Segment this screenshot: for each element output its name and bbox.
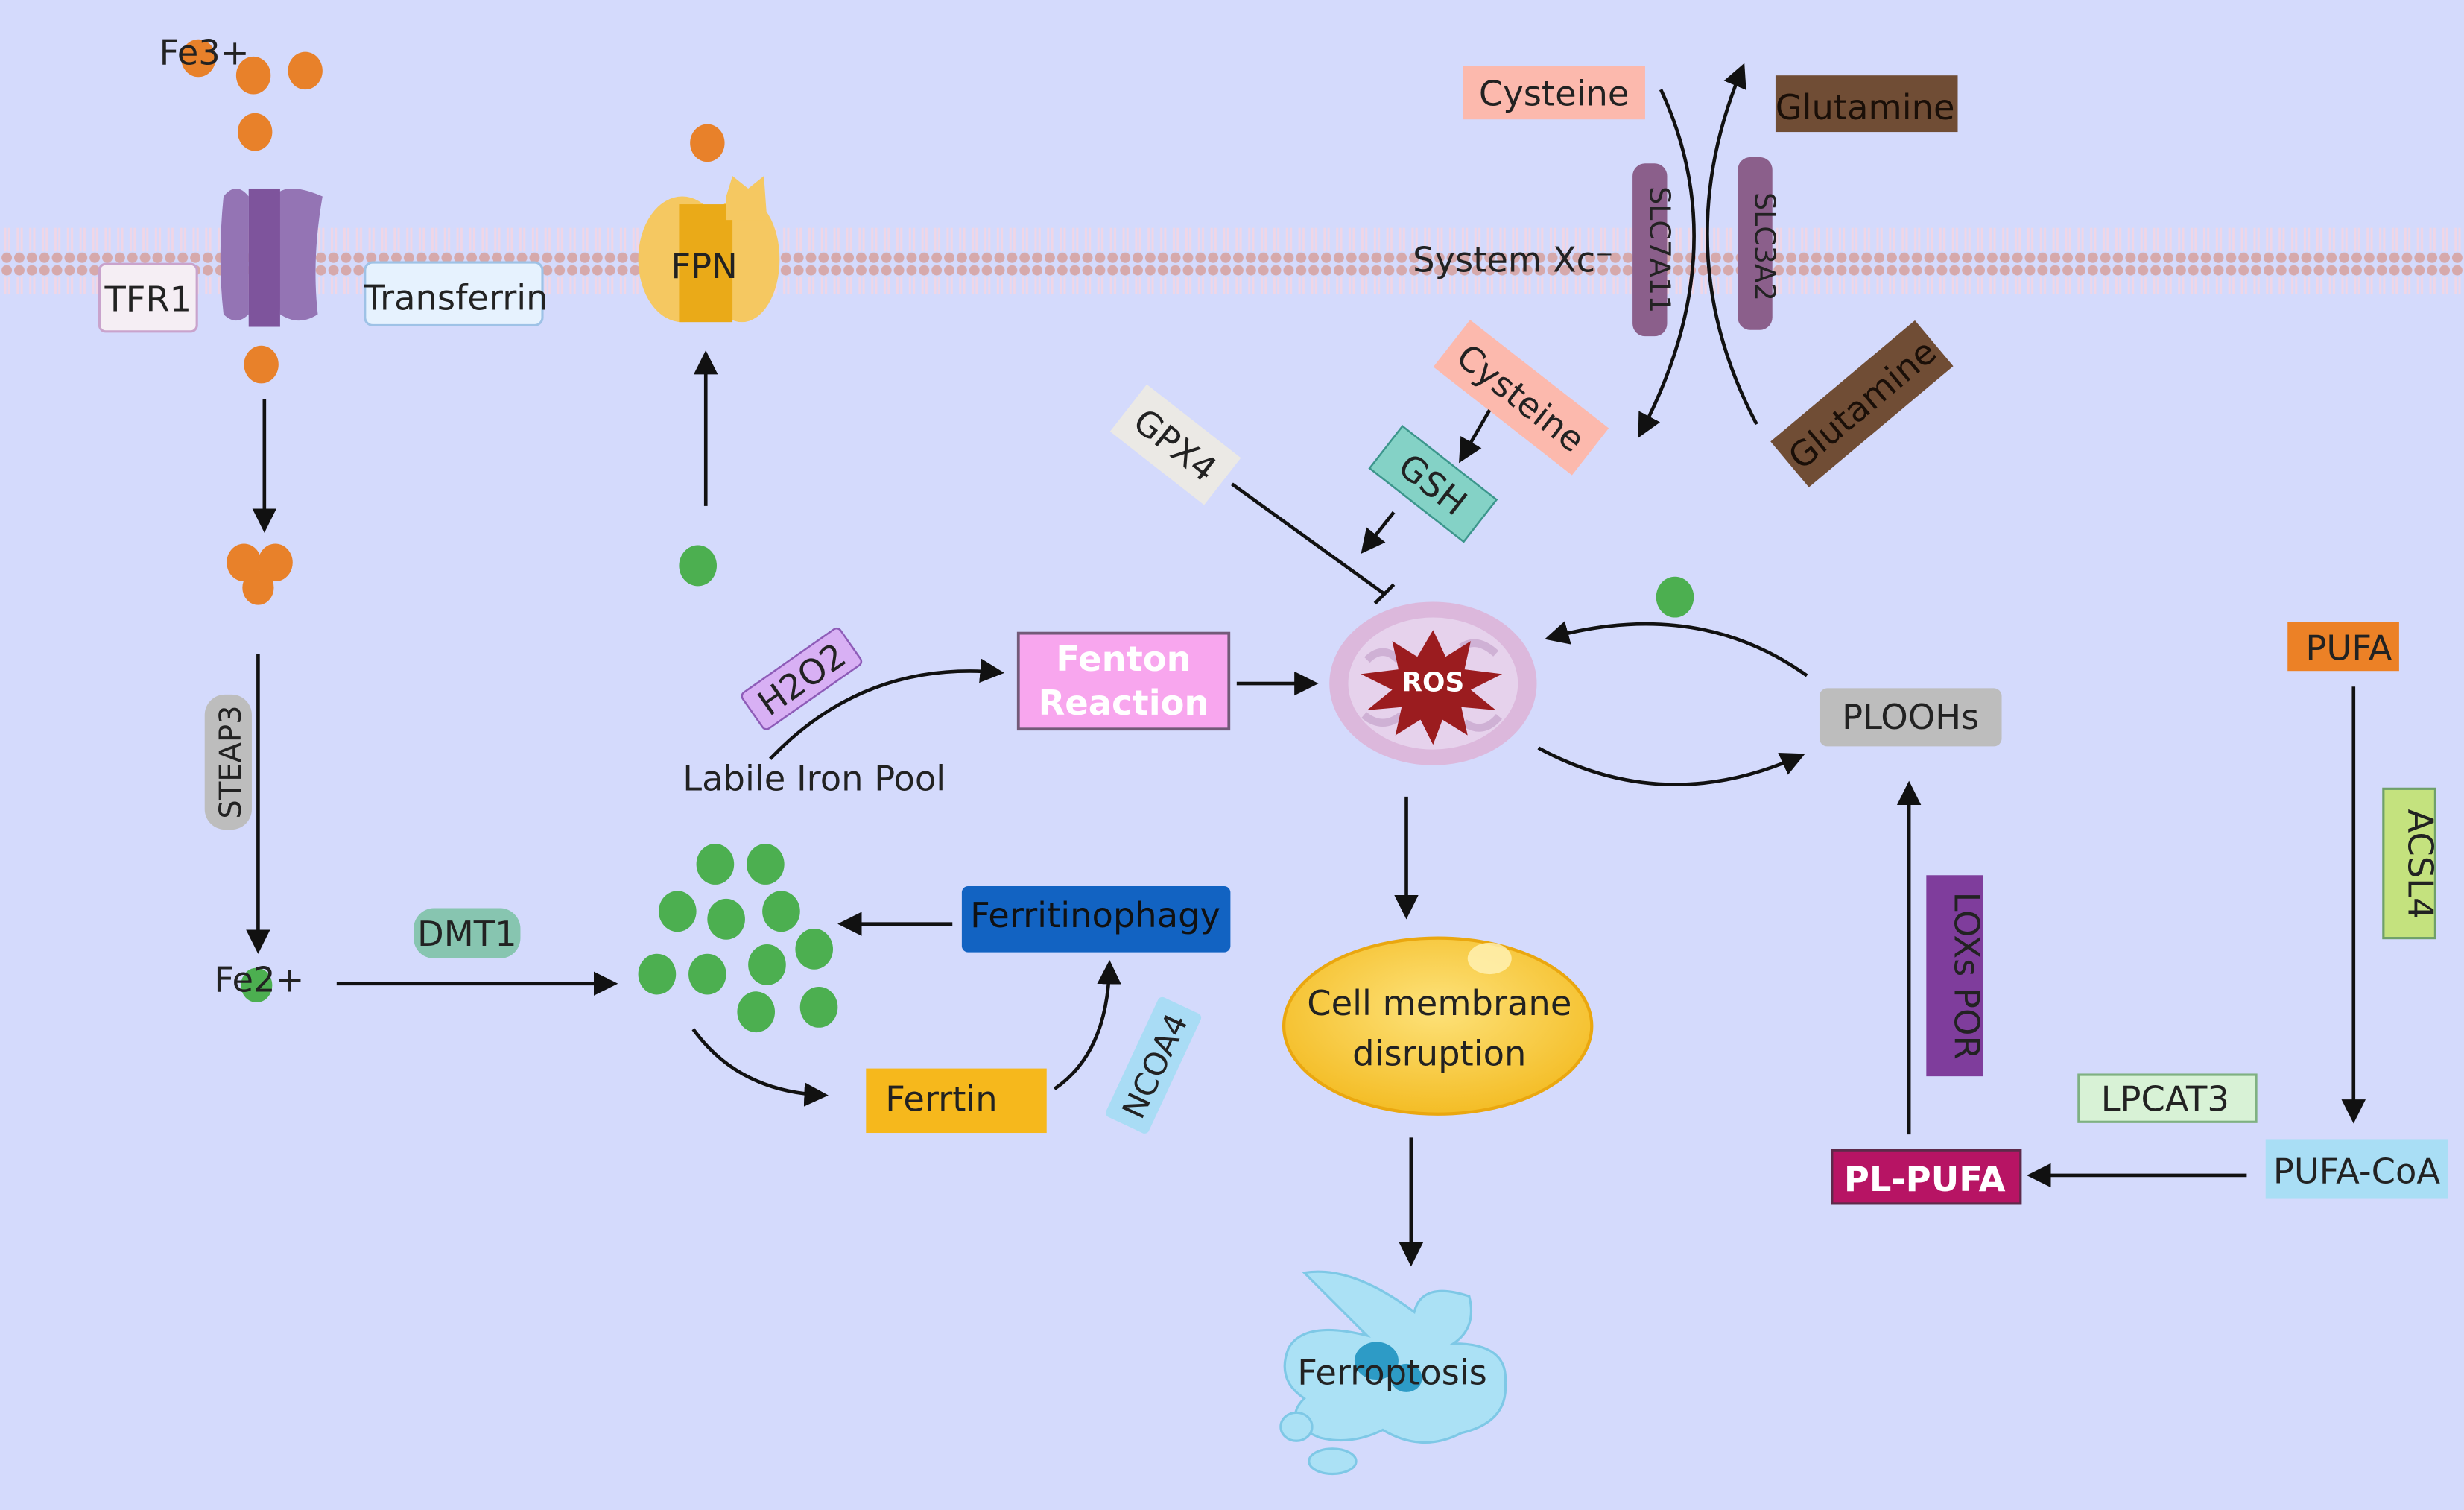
- fe2-ion-catalyst: [1656, 576, 1694, 618]
- pl-pufa-label: PL-PUFA: [1844, 1159, 2006, 1199]
- arrow-cysteine-to-gsh: [1459, 409, 1492, 464]
- pufa-coa-label: PUFA-CoA: [2273, 1151, 2441, 1191]
- acsl4-label: ACSL4: [2401, 809, 2441, 919]
- pufa-label: PUFA: [2305, 628, 2392, 668]
- lox-por-label: LOXs POR: [1946, 892, 1986, 1060]
- labile-iron-pool-dots: [638, 844, 838, 1033]
- ferroptosis-label: Ferroptosis: [1297, 1352, 1487, 1392]
- membrane-disruption-line2: disruption: [1352, 1033, 1526, 1073]
- inhibition-gpx4-ros: [1231, 482, 1396, 605]
- transferrin-box: [364, 261, 544, 326]
- arrow-pool-to-ferritin: [691, 1028, 829, 1107]
- transferrin-receptor-channel-icon: [220, 188, 323, 327]
- ferritin-box: [866, 1068, 1047, 1134]
- fe2-label: Fe2+: [214, 959, 304, 999]
- arrow-cysteine-import: [1638, 89, 1696, 438]
- glutamine-out-box: [1775, 75, 1958, 133]
- arrow-gsh-to-ros: [1361, 511, 1396, 554]
- slc3a2-transporter: [1738, 157, 1773, 330]
- fe3-ion-exported: [690, 124, 725, 162]
- tfr1-box: [98, 262, 198, 333]
- pufa-box: [2287, 622, 2399, 672]
- ferritinophagy-label: Ferritinophagy: [970, 895, 1220, 935]
- cysteine-out-box: [1463, 66, 1645, 120]
- dmt1-box: [414, 908, 521, 959]
- fe3-cluster-icon: [227, 543, 293, 605]
- acsl4-box: [2382, 787, 2436, 940]
- ros-label: ROS: [1402, 668, 1464, 698]
- dying-cell-icon: [1279, 1270, 1507, 1476]
- steap3-box: [204, 694, 252, 830]
- dmt1-label: DMT1: [417, 914, 517, 954]
- pl-pufa-box: [1831, 1149, 2022, 1205]
- tfr1-label: TFR1: [104, 279, 191, 319]
- ferritinophagy-box: [961, 886, 1231, 953]
- fe3-label: Fe3+: [159, 32, 250, 72]
- ploohs-box: [1819, 688, 2002, 747]
- steap3-label: STEAP3: [214, 705, 248, 818]
- slc3a2-label: SLC3A2: [1749, 192, 1782, 301]
- system-xc-label: System Xc⁻: [1413, 240, 1613, 280]
- fe2-ion: [241, 967, 273, 1003]
- labile-iron-pool-label: Labile Iron Pool: [682, 758, 946, 798]
- cell-membrane-disruption-node: [1282, 936, 1594, 1116]
- ferroportin-icon: [638, 176, 780, 323]
- arrow-ferritin-to-ferritinophagy: [1053, 959, 1121, 1090]
- transferrin-label: Transferrin: [364, 277, 548, 318]
- fenton-label-line2: Reaction: [1039, 683, 1209, 723]
- fe2-ion-export: [679, 545, 718, 587]
- lox-por-box: [1926, 875, 1983, 1077]
- fenton-label-line1: Fenton: [1056, 639, 1191, 679]
- arrow-ploohs-to-ros: [1545, 621, 1808, 677]
- ferritin-label: Ferrtin: [885, 1079, 997, 1119]
- cysteine-out-label: Cysteine: [1479, 73, 1630, 113]
- pufa-coa-box: [2265, 1139, 2448, 1199]
- fpn-label: FPN: [671, 246, 737, 286]
- arrow-glutamine-export: [1706, 63, 1758, 426]
- slc7a11-label: SLC7A11: [1643, 186, 1676, 313]
- slc7a11-transporter: [1632, 163, 1668, 337]
- fenton-reaction-box: [1016, 631, 1231, 731]
- glutamine-out-label: Glutamine: [1776, 87, 1955, 127]
- lpcat3-box: [2077, 1073, 2258, 1123]
- lpcat3-label: LPCAT3: [2101, 1079, 2229, 1119]
- fe3-ions: [181, 39, 323, 384]
- arrow-ros-to-ploohs: [1537, 746, 1805, 786]
- ploohs-label: PLOOHs: [1842, 697, 1979, 737]
- arrow-to-fenton: [769, 658, 1004, 760]
- membrane-disruption-line1: Cell membrane: [1307, 983, 1571, 1023]
